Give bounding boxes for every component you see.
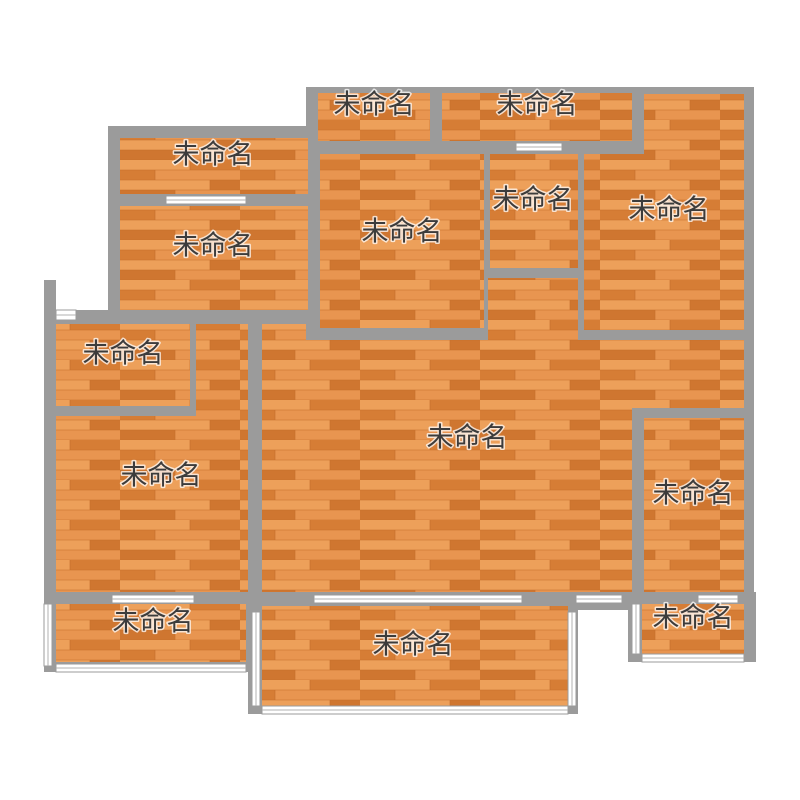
room-label-left-second: 未命名 (173, 231, 254, 262)
room-floor-bottom-left-balcony (56, 604, 246, 662)
room-floor-top-left-small (318, 93, 430, 141)
room-floor-center-small (490, 154, 578, 268)
room-floor-left-small (56, 324, 190, 406)
room-label-center-upper: 未命名 (362, 217, 443, 248)
room-floor-right-upper (584, 94, 744, 330)
room-floor-left-upper (120, 138, 308, 194)
room-label-bottom-left-balcony: 未命名 (113, 607, 194, 638)
room-label-right-upper: 未命名 (629, 195, 710, 226)
room-label-bottom-right-small: 未命名 (653, 603, 734, 634)
room-label-right-lower: 未命名 (653, 479, 734, 510)
room-label-left-small: 未命名 (83, 339, 164, 370)
room-floor-living-room (262, 278, 744, 592)
room-floor-center-upper (320, 154, 484, 328)
room-label-left-upper: 未命名 (173, 140, 254, 171)
room-floor-top-center (442, 93, 632, 141)
room-floor-right-lower (644, 418, 744, 592)
room-floor-bottom-center-balcony (262, 606, 568, 706)
room-labels: 未命名 未命名 未命名 未命名 未命名 未命名 未命名 未命名 未命名 未命名 … (81, 88, 735, 662)
room-label-living-room: 未命名 (427, 423, 508, 454)
room-floor-left-bedroom (56, 324, 248, 592)
room-label-left-bedroom: 未命名 (121, 461, 202, 492)
room-label-bottom-center-balcony: 未命名 (373, 630, 454, 661)
room-label-top-left-small: 未命名 (334, 90, 415, 121)
room-label-center-small: 未命名 (493, 185, 574, 216)
room-label-top-center: 未命名 (497, 90, 578, 121)
room-floor-bottom-right-small (642, 604, 744, 654)
windows (43, 142, 745, 715)
room-floor-left-second (120, 206, 308, 310)
room-floors (56, 93, 744, 706)
